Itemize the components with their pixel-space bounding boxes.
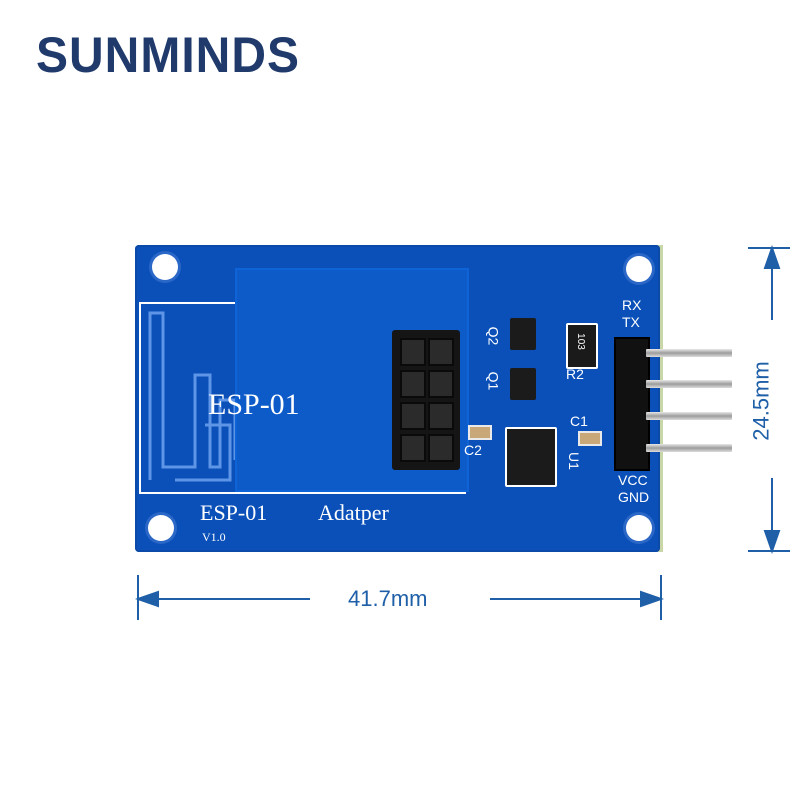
height-dimension-label: 24.5mm <box>748 361 774 441</box>
label-rx: RX <box>622 297 642 313</box>
mount-hole-top-left <box>152 254 178 280</box>
mount-hole-top-right <box>626 256 652 282</box>
version-label: V1.0 <box>202 530 226 544</box>
esp01-label: ESP-01 <box>208 388 300 421</box>
transistor-q2 <box>510 318 536 350</box>
mount-hole-bottom-left <box>148 515 174 541</box>
brand-logo: SUNMINDS <box>36 27 301 84</box>
label-r2: R2 <box>566 366 584 382</box>
width-dimension-label: 41.7mm <box>348 586 428 611</box>
label-c1: C1 <box>570 413 588 429</box>
label-gnd: GND <box>618 489 650 505</box>
resistor-r2 <box>566 323 598 369</box>
capacitor-c1 <box>578 431 602 446</box>
label-c2: C2 <box>464 442 482 458</box>
label-vcc: VCC <box>618 472 648 488</box>
header-pin-2 <box>646 380 732 388</box>
footer-title: ESP-01 <box>200 500 268 525</box>
pin-header <box>614 337 650 471</box>
header-pin-4 <box>646 444 732 452</box>
esp01-socket <box>392 330 460 470</box>
regulator-u1 <box>505 427 557 487</box>
transistor-q1 <box>510 368 536 400</box>
header-pin-1 <box>646 349 732 357</box>
footer-subtitle: Adatper <box>318 500 389 525</box>
capacitor-c2 <box>468 425 492 440</box>
mount-hole-bottom-right <box>626 515 652 541</box>
label-tx: TX <box>622 314 640 330</box>
header-pin-3 <box>646 412 732 420</box>
